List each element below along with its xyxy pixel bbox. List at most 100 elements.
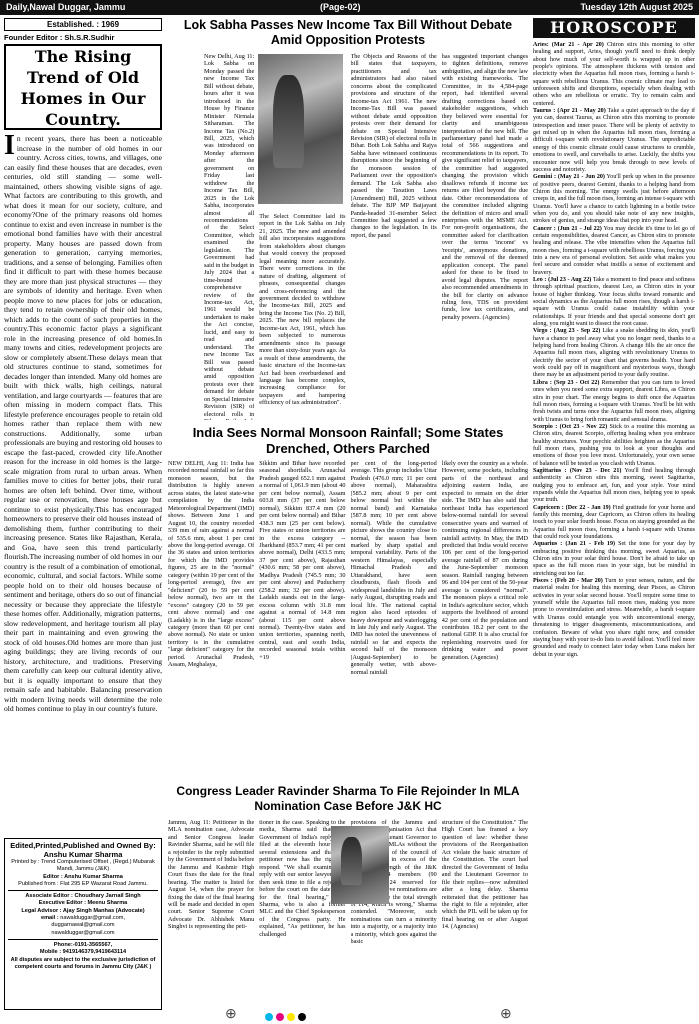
imprint-disclaimer: All disputes are subject to the exclusiv… [10,956,156,970]
horoscope-column: HOROSCOPE Aries: (Mar 21 - Apr 20) Chiro… [533,18,695,1002]
horoscope-sign-name: Gemini : [533,174,557,181]
imprint-box: Edited,Printed,Published and Owned By: A… [4,838,162,1010]
story-congress-col-3: provisions of the Jammu and Kashmir Reor… [350,819,437,946]
congress-leader-photo [331,826,389,904]
horoscope-entry: Libra : (Sep 23 - Oct 22) Remember that … [533,380,695,424]
horoscope-sign-text: Remember that you can turn to loved ones… [533,379,695,423]
horoscope-sign-text: Like a snake shedding its skin, you'll h… [533,328,695,379]
story-monsoon-col-2: Sikkim and Bihar have recorded seasonal … [259,460,346,661]
horoscope-sign-dates: (Mar 21 - Apr 20) [551,42,604,48]
horoscope-sign-dates: (Jun 21 - Jul 22) [557,225,602,232]
horoscope-sign-text: Set the tone for your day by embracing p… [533,541,695,577]
story-congress-col-2: tioner in the case. Speaking to the medi… [259,819,346,938]
parliament-photo [258,54,343,204]
horoscope-sign-name: Cancer : [533,225,556,232]
color-swatch-yellow [287,1013,295,1021]
imprint-printed-by: Printed by : Trend Computerised Offset ,… [11,859,155,873]
horoscope-sign-name: Leo : [533,277,547,283]
horoscope-sign-name: Capricorn : [533,504,564,511]
horoscope-entry: Taurus : (Apr 21 - May 20) Take a quiet … [533,108,695,174]
story-income-tax-col-1: New Delhi, Aug 11: Lok Sabha on Monday p… [204,53,255,420]
horoscope-entry: Sagittarius : (Nov 23 - Dec 21) You'll f… [533,468,695,505]
imprint-email-2[interactable]: duggarnawal@gmail.com [51,922,115,929]
masthead-page-number: (Page-02) [320,2,361,12]
horoscope-sign-text: You may decide it's time to let go of ce… [533,225,695,276]
editorial-body: I n recent years, there has been a notic… [4,134,162,829]
story-monsoon-col-1: NEW DELHI, Aug 11: India has recorded no… [168,460,255,669]
imprint-heading: Edited,Printed,Published and Owned By: A… [10,841,156,859]
story-monsoon: India Sees Normal Monsoon Rainfall; Some… [168,425,528,777]
horoscope-sign-text: Chiron stirs this morning to offer heali… [533,42,695,107]
horoscope-entry: Leo : (Jul 23 - Aug 22) Take a moment to… [533,277,695,328]
editorial-dropcap: I [4,134,15,161]
registration-mark-icon: ⊕ [225,1007,237,1022]
imprint-associate-editor: Associate Editor : Choudhary Jarnail Sin… [25,893,141,900]
story-monsoon-headline: India Sees Normal Monsoon Rainfall; Some… [192,425,504,456]
masthead-paper-name: Daily,Nawal Duggar, Jammu [6,2,126,12]
story-monsoon-col-3: per cent of the long-period average. Thi… [350,460,437,676]
story-congress-body: Jammu, Aug 11: Petitioner in the MLA nom… [168,819,528,1012]
horoscope-sign-dates: (Aug 23 - Sep 22) [553,328,601,335]
editorial-title: The Rising Trend of Old Homes in Our Cou… [20,47,146,129]
horoscope-sign-dates: (May 21 - Jun 20) [557,174,605,181]
horoscope-sign-dates: (Apr 21 - May 20) [557,108,606,115]
horoscope-entry: Scorpio : (Oct 23 - Nov 22) Stick to a r… [533,424,695,468]
imprint-published-from: Published from : Flat 295 EP Wazarat Roa… [18,880,148,887]
horoscope-sign-text: You'll perk up when in the presence of p… [533,174,695,225]
horoscope-sign-dates: (Feb 20 - Mar 20) [554,578,603,585]
horoscope-sign-name: Virgo : [533,328,552,335]
horoscope-sign-text: Find gratitude for your home and family … [533,504,695,541]
imprint-divider [8,938,158,940]
story-congress-col-1: Jammu, Aug 11: Petitioner in the MLA nom… [168,819,255,931]
story-income-tax: Lok Sabha Passes New Income Tax Bill Wit… [168,18,528,420]
story-income-tax-col-2: The Select Committee laid its report in … [259,213,346,407]
imprint-email-3[interactable]: nawalduggar@gmail.com [51,929,115,936]
registration-mark-icon: ⊕ [500,1007,512,1022]
imprint-phone: Phone:-0191-3565567, [53,941,113,948]
imprint-editor: Editor : Anshu Kumar Sharma [43,873,123,880]
imprint-email-1[interactable]: nawalduggar@gmail.com, [60,915,126,922]
story-monsoon-col-4: likely over the country as a whole. Howe… [441,460,528,661]
horoscope-sign-name: Scorpio : [533,423,558,430]
horoscope-sign-text: Take a quiet approach to the day if you … [533,108,695,173]
imprint-email-label: email : [40,915,59,922]
imprint-divider [8,890,158,892]
horoscope-entry: Pisces : (Feb 20 - Mar 20) Turn to your … [533,578,695,659]
horoscope-sign-dates: (Dec 22 - Jan 19) [565,504,611,511]
horoscope-sign-text: Stick to a routine this morning as Chiro… [533,423,695,467]
horoscope-sign-dates: (Oct 23 - Nov 22) [559,423,608,430]
established-line: Established. : 1969 [4,18,162,31]
story-monsoon-body: NEW DELHI, Aug 11: India has recorded no… [168,460,528,777]
horoscope-sign-name: Sagittarius : [533,467,567,474]
horoscope-entry: Gemini : (May 21 - Jun 20) You'll perk u… [533,174,695,225]
imprint-executive-editor: Executive Editor : Meenu Sharma [38,900,128,907]
horoscope-entry: Cancer : (Jun 21 - Jul 22) You may decid… [533,226,695,277]
horoscope-sign-name: Taurus : [533,108,556,115]
story-congress-col-4: structure of the Constitution." The High… [441,819,528,931]
horoscope-sign-dates: (Nov 23 - Dec 21) [569,467,622,474]
editorial-column: Established. : 1969 Founder Editor : Sh.… [4,18,162,829]
horoscope-entry: Capricorn : (Dec 22 - Jan 19) Find grati… [533,505,695,542]
story-income-tax-col-4: has suggested important changes to tight… [441,53,528,321]
color-swatch-cyan [265,1013,273,1021]
horoscope-sign-text: You'll find healing through authenticity… [533,467,695,504]
story-income-tax-body: New Delhi, Aug 11: Lok Sabha on Monday p… [168,53,528,420]
horoscope-sign-dates: (Jul 23 - Aug 22) [548,277,592,283]
imprint-legal-advisor: Legal Advisor : Ajay Singh Manhas (Advoc… [21,907,145,914]
horoscope-entry: Virgo : (Aug 23 - Sep 22) Like a snake s… [533,328,695,379]
masthead-date: Tuesday 12th August 2025 [580,2,693,12]
horoscope-sign-name: Aries: [533,42,549,48]
color-swatch-magenta [276,1013,284,1021]
imprint-mobile: Mobile : 9419146379,9419643114 [39,949,127,956]
horoscope-sign-text: Turn to your senses, nature, and the mat… [533,578,695,658]
story-congress: Congress Leader Ravinder Sharma To File … [168,784,528,1014]
horoscope-sign-dates: (Sep 23 - Oct 22) [554,379,600,386]
masthead-bar: Daily,Nawal Duggar, Jammu (Page-02) Tues… [0,0,699,15]
horoscope-sign-name: Aquarius : [533,541,563,548]
horoscope-sign-text: Take a moment to find peace and softness… [533,277,695,328]
story-income-tax-headline: Lok Sabha Passes New Income Tax Bill Wit… [183,18,513,47]
horoscope-entry: Aries: (Mar 21 - Apr 20) Chiron stirs th… [533,42,695,108]
horoscope-entry: Aquarius : (Jan 21 - Feb 19) Set the ton… [533,541,695,578]
editorial-title-box: The Rising Trend of Old Homes in Our Cou… [4,44,162,130]
story-income-tax-col-3: The Objects and Reasons of the bill stat… [350,53,437,239]
